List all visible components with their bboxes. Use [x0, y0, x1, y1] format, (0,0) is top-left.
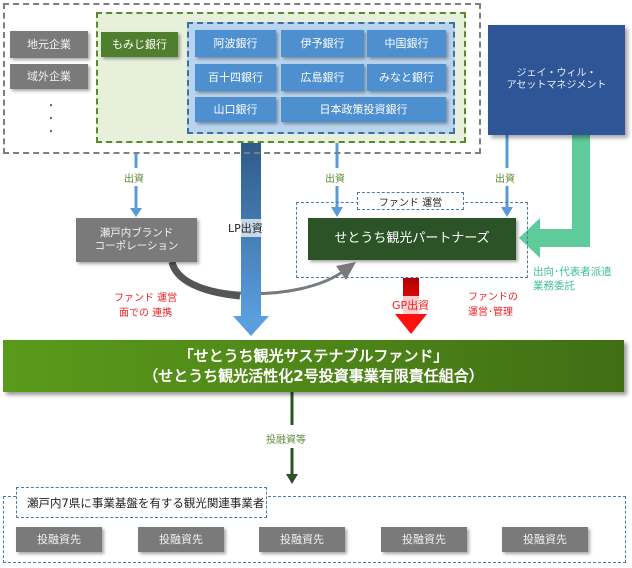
investee-box: 投融資先	[381, 527, 467, 552]
invest-label-center: 出資	[325, 174, 345, 185]
secondment-label-line2: 業務委託	[533, 280, 575, 292]
investors-group	[3, 3, 481, 154]
fund-name-line2: （せとうち観光活性化2号投資事業有限責任組合）	[143, 367, 484, 385]
gp-investment-label: GP出資	[390, 296, 432, 314]
financing-label: 投融資等	[266, 435, 306, 446]
fund-mgmt-role-line1: ファンドの	[468, 292, 518, 303]
brand-corp-name-line2: コーポレーション	[94, 240, 179, 252]
brand-collab-label-line2: 面での 連携	[119, 308, 173, 319]
asset-manager-name-line1: ジェイ・ウィル・	[516, 67, 597, 79]
asset-manager-name-line2: アセットマネジメント	[506, 80, 607, 91]
bank-box-hiroshima: 広島銀行	[281, 64, 364, 91]
secondment-label-line1: 出向･代表者派遣	[533, 266, 612, 278]
investees-group-label: 瀬戸内7県に事業基盤を有する観光関連事業者	[16, 487, 267, 518]
bank-box-chugoku: 中国銀行	[367, 30, 446, 57]
investees-group	[3, 496, 626, 563]
financing-arrow	[286, 392, 298, 484]
fund-name-line1: 「せとうち観光サステナブルファンド」	[178, 346, 449, 365]
brand-collab-label-line1: ファンド 運営	[114, 293, 178, 304]
investee-box: 投融資先	[502, 527, 588, 552]
bank-box-dbj: 日本政策投資銀行	[281, 97, 446, 122]
invest-arrow-left	[130, 153, 142, 217]
bank-box-yamaguchi: 山口銀行	[195, 97, 276, 122]
brand-corp-box: 瀬戸内ブランド コーポレーション	[76, 218, 197, 262]
bank-box-awa: 阿波銀行	[195, 30, 276, 57]
outside-companies-box: 域外企業	[10, 64, 88, 89]
brand-collab-label: ファンド 運営 面での 連携	[114, 291, 177, 321]
fund-mgmt-role-label: ファンドの 運営･管理	[468, 290, 518, 320]
fund-box: 「せとうち観光サステナブルファンド」 （せとうち観光活性化2号投資事業有限責任組…	[3, 340, 624, 392]
invest-label-left: 出資	[124, 174, 144, 185]
fund-mgmt-role-line2: 運営･管理	[468, 307, 513, 318]
bank-box-iyo: 伊予銀行	[281, 30, 364, 57]
investee-box: 投融資先	[138, 527, 224, 552]
more-investors-ellipsis: ・ ・ ・	[46, 101, 56, 138]
lp-investment-label: LP出資	[226, 219, 265, 237]
local-companies-box: 地元企業	[10, 31, 88, 58]
asset-manager-box: ジェイ・ウィル・ アセットマネジメント	[488, 25, 625, 135]
brand-corp-name-line1: 瀬戸内ブランド	[99, 226, 174, 239]
bank-box-minato: みなと銀行	[367, 64, 446, 91]
secondment-label: 出向･代表者派遣 業務委託	[533, 265, 612, 293]
invest-label-right: 出資	[495, 174, 515, 185]
fund-management-label: ファンド 運営	[357, 192, 464, 210]
secondment-arrow	[519, 135, 590, 258]
partners-box: せとうち観光パートナーズ	[308, 218, 516, 260]
invest-arrow-right	[501, 135, 513, 217]
lp-arrow	[233, 142, 269, 336]
investee-box: 投融資先	[16, 527, 102, 552]
momiji-bank-box: もみじ銀行	[101, 32, 178, 57]
bank-box-hyakujushi: 百十四銀行	[195, 64, 276, 91]
investee-box: 投融資先	[259, 527, 345, 552]
